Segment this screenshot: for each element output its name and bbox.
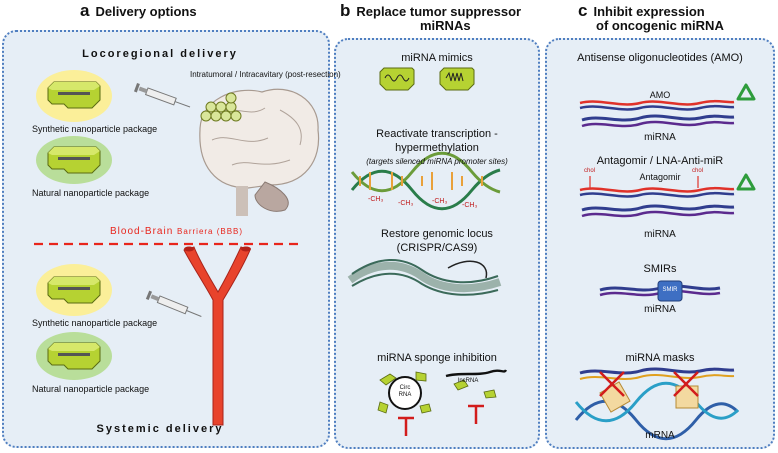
mirna-label-3: miRNA: [644, 304, 676, 315]
inhibit-symbol-circ: [398, 416, 414, 436]
antagomir-label: Antagomir: [639, 172, 681, 182]
mirna-label-2: miRNA: [644, 229, 676, 240]
panel-c-title-line2: of oncogenic miRNA: [596, 18, 724, 33]
synthetic-nanoparticle-icon-1: [47, 81, 101, 109]
restore-line1: Restore genomic locus: [381, 228, 493, 240]
reactivate-note: (targets silenced miRNA promoter sites): [366, 157, 508, 166]
mirna-label-1: miRNA: [644, 132, 676, 143]
bbb-label-main: Blood-Brain: [110, 226, 174, 237]
ch3-label-1: -CH₃: [368, 196, 384, 203]
syringe-icon-locoregional: [133, 82, 193, 112]
panel-c-title-line1: Inhibit expression: [593, 4, 705, 19]
antagomir-title: Antagomir / LNA-Anti-miR: [596, 155, 724, 167]
panel-b-title-line2: miRNAs: [420, 18, 471, 33]
natural-nanoparticle-icon-2: [47, 342, 101, 370]
panel-a-header: a Delivery options: [80, 1, 197, 20]
ch3-label-2: -CH₃: [398, 200, 414, 207]
inhibit-symbol-lnc: [468, 404, 484, 424]
syringe-icon-systemic: [145, 290, 204, 322]
smir-block: [657, 280, 683, 302]
masks-title: miRNA masks: [625, 352, 695, 364]
intratumoral-label: Intratumoral / Intracavitary (post-resec…: [190, 70, 341, 79]
circ-rna-line2: RNA: [398, 392, 412, 398]
bbb-label-rest: Barriera (BBB): [177, 227, 244, 236]
systemic-label: Systemic delivery: [96, 423, 224, 435]
mrna-helix: [574, 381, 740, 441]
lncrna-label: lncRNA: [458, 378, 479, 384]
sponge-mirna-icons: [377, 371, 497, 414]
ch3-label-3: -CH₃: [432, 198, 448, 205]
mask-top-strand: [579, 367, 735, 380]
amo-strand: [579, 99, 735, 111]
lncrna-strand: [445, 369, 508, 378]
reactivate-line2: hypermethylation: [395, 142, 479, 154]
dna-helix-methylation: [350, 151, 501, 211]
natural-label-2: Natural nanoparticle package: [32, 384, 150, 394]
natural-nanoparticle-icon-1: [47, 146, 101, 174]
ch3-label-4: -CH₃: [462, 202, 478, 209]
panel-b-letter: b: [340, 1, 351, 20]
reactivate-line1: Reactivate transcription -: [376, 128, 498, 140]
chol-label-2: chol: [692, 168, 704, 174]
synthetic-nanoparticle-icon-2: [47, 276, 101, 304]
panel-b-header: b Replace tumor suppressor miRNAs: [340, 1, 522, 33]
smirs-title: SMIRs: [643, 263, 677, 275]
panel-c-letter: c: [578, 1, 588, 20]
crispr-cas9-icon: [347, 258, 502, 296]
mimic-icon-2: [439, 67, 475, 91]
brain-icon: [199, 88, 320, 216]
recycle-icon-1: [736, 83, 756, 101]
bbb-label: Blood-Brain Barriera (BBB): [110, 226, 243, 237]
restore-line2: (CRISPR/CAS9): [396, 242, 478, 254]
amo-label: AMO: [649, 90, 671, 100]
mirna-strand-1: [581, 114, 735, 128]
chol-label-1: chol: [584, 168, 596, 174]
mask-block-1: [599, 371, 631, 413]
panel-a-letter: a: [80, 1, 90, 20]
panel-a-title: Delivery options: [95, 4, 197, 19]
mask-block-2: [673, 371, 699, 409]
panel-c-header: c Inhibit expression of oncogenic miRNA: [578, 1, 724, 33]
synthetic-label-2: Synthetic nanoparticle package: [32, 318, 158, 328]
blood-vessel-icon: [183, 246, 251, 426]
smir-block-label: SMIR: [662, 287, 678, 293]
amo-title: Antisense oligonucleotides (AMO): [577, 52, 743, 64]
antagomir-strand: [579, 176, 735, 198]
sponge-label: miRNA sponge inhibition: [377, 352, 497, 364]
panel-b-box: [334, 38, 540, 449]
recycle-icon-2: [736, 173, 756, 191]
circ-rna-label: Circ RNA: [393, 385, 417, 399]
panel-b-title-line1: Replace tumor suppressor: [356, 4, 522, 19]
mrna-label: mRNA: [645, 430, 675, 441]
mimics-label: miRNA mimics: [401, 52, 473, 64]
natural-label-1: Natural nanoparticle package: [32, 188, 150, 198]
synthetic-label-1: Synthetic nanoparticle package: [32, 124, 158, 134]
mirna-strand-2: [581, 204, 735, 218]
circ-rna-line1: Circ: [399, 385, 411, 391]
circ-rna-ring: [388, 376, 422, 410]
locoregional-label: Locoregional delivery: [82, 48, 238, 60]
